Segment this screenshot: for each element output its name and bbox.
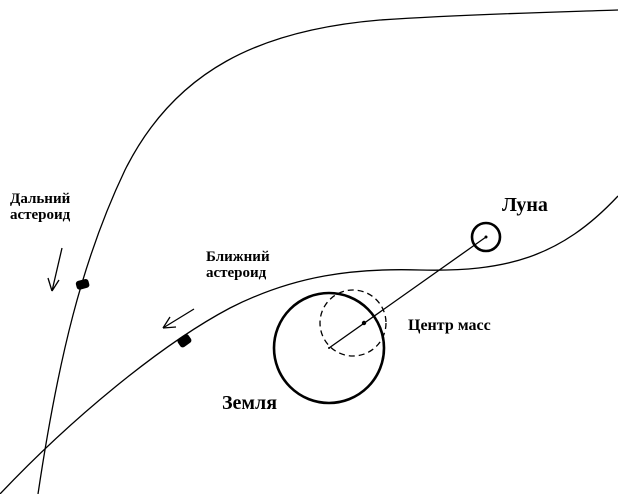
near-asteroid-trajectory [0,195,618,494]
center-of-mass-label: Центр масс [408,317,491,334]
earth-circle [272,291,386,405]
earth-shifted-dashed-circle [319,289,387,357]
earth-moon-line [328,236,487,349]
near-asteroid-body [177,334,192,348]
near-asteroid-label: Ближний астероид [206,249,270,281]
far-asteroid-direction-arrow [47,247,63,292]
earth-center-dot [328,347,330,349]
near-asteroid-direction-arrow [162,308,195,329]
far-asteroid-trajectory [37,9,618,494]
moon-circle [470,221,502,253]
moon-label: Луна [502,194,548,216]
far-asteroid-label: Дальний астероид [10,191,71,223]
earth-label: Земля [222,392,278,414]
center-of-mass-dot [361,320,367,326]
far-asteroid-body [75,278,90,290]
moon-center-dot [484,235,488,239]
